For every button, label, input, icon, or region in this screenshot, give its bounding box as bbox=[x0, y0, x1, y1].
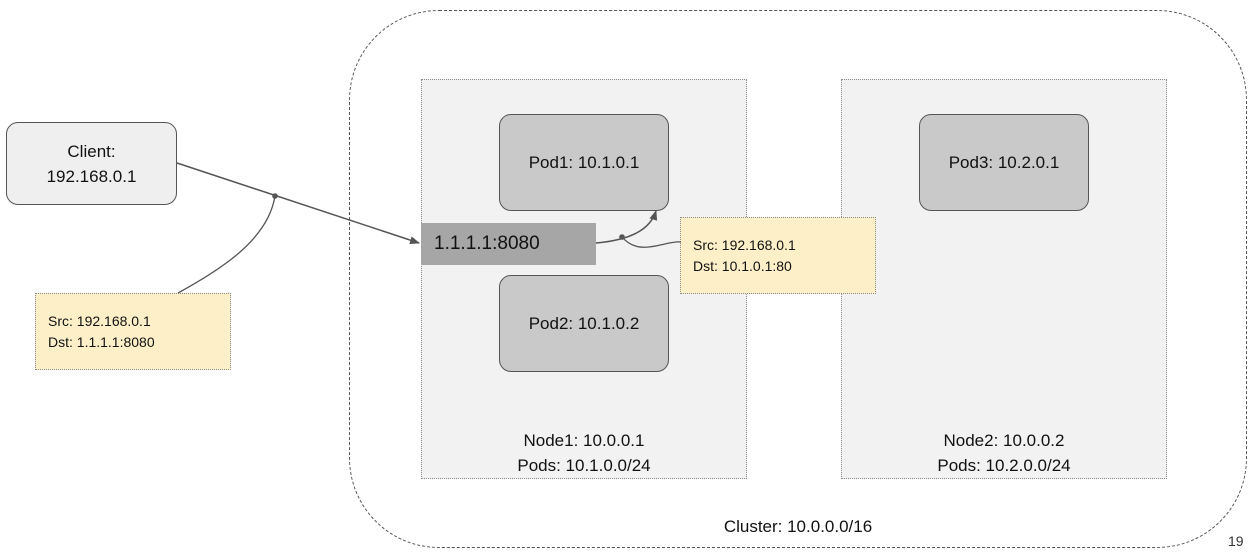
packet-note-client-src: Src: 192.168.0.1 bbox=[48, 312, 151, 329]
service-endpoint: 1.1.1.1:8080 bbox=[421, 223, 596, 265]
packet-note-client-dst: Dst: 1.1.1.1:8080 bbox=[48, 333, 155, 350]
client-ip: 192.168.0.1 bbox=[46, 166, 137, 186]
pod2-label: Pod2: 10.1.0.2 bbox=[528, 313, 640, 333]
pod-note-callout-dot bbox=[619, 234, 625, 240]
client-note-callout-dot bbox=[272, 193, 278, 199]
pod2-box: Pod2: 10.1.0.2 bbox=[499, 275, 669, 372]
client-note-callout bbox=[177, 195, 276, 294]
pod1-label: Pod1: 10.1.0.1 bbox=[528, 152, 640, 172]
packet-note-pod-dst: Dst: 10.1.0.1:80 bbox=[693, 257, 792, 274]
pod1-box: Pod1: 10.1.0.1 bbox=[499, 114, 669, 211]
page-number: 19 bbox=[1228, 533, 1244, 549]
cluster-boundary bbox=[349, 10, 1247, 548]
pod3-label: Pod3: 10.2.0.1 bbox=[948, 152, 1060, 172]
pod-note-callout bbox=[621, 236, 682, 248]
cluster-label: Cluster: 10.0.0.0/16 bbox=[723, 517, 873, 536]
packet-note-pod: Src: 192.168.0.1 Dst: 10.1.0.1:80 bbox=[680, 217, 876, 294]
pod3-box: Pod3: 10.2.0.1 bbox=[919, 114, 1089, 211]
node2-name-label: Node2: 10.0.0.2 bbox=[943, 431, 1065, 450]
node2-pods-label: Pods: 10.2.0.0/24 bbox=[937, 456, 1071, 475]
node1-pods-label: Pods: 10.1.0.0/24 bbox=[517, 456, 651, 475]
node1-label: Node1: 10.0.0.1 Pods: 10.1.0.0/24 bbox=[421, 428, 747, 478]
packet-note-client: Src: 192.168.0.1 Dst: 1.1.1.1:8080 bbox=[35, 293, 231, 370]
node2-label: Node2: 10.0.0.2 Pods: 10.2.0.0/24 bbox=[841, 428, 1167, 478]
client-to-service-arrow bbox=[176, 162, 420, 244]
service-to-pod1-arrow bbox=[595, 210, 658, 244]
client-title: Client: bbox=[67, 141, 116, 161]
packet-note-pod-src: Src: 192.168.0.1 bbox=[693, 236, 796, 253]
client-box: Client: 192.168.0.1 bbox=[6, 122, 177, 205]
service-label: 1.1.1.1:8080 bbox=[434, 233, 540, 254]
node1-name-label: Node1: 10.0.0.1 bbox=[523, 431, 645, 450]
